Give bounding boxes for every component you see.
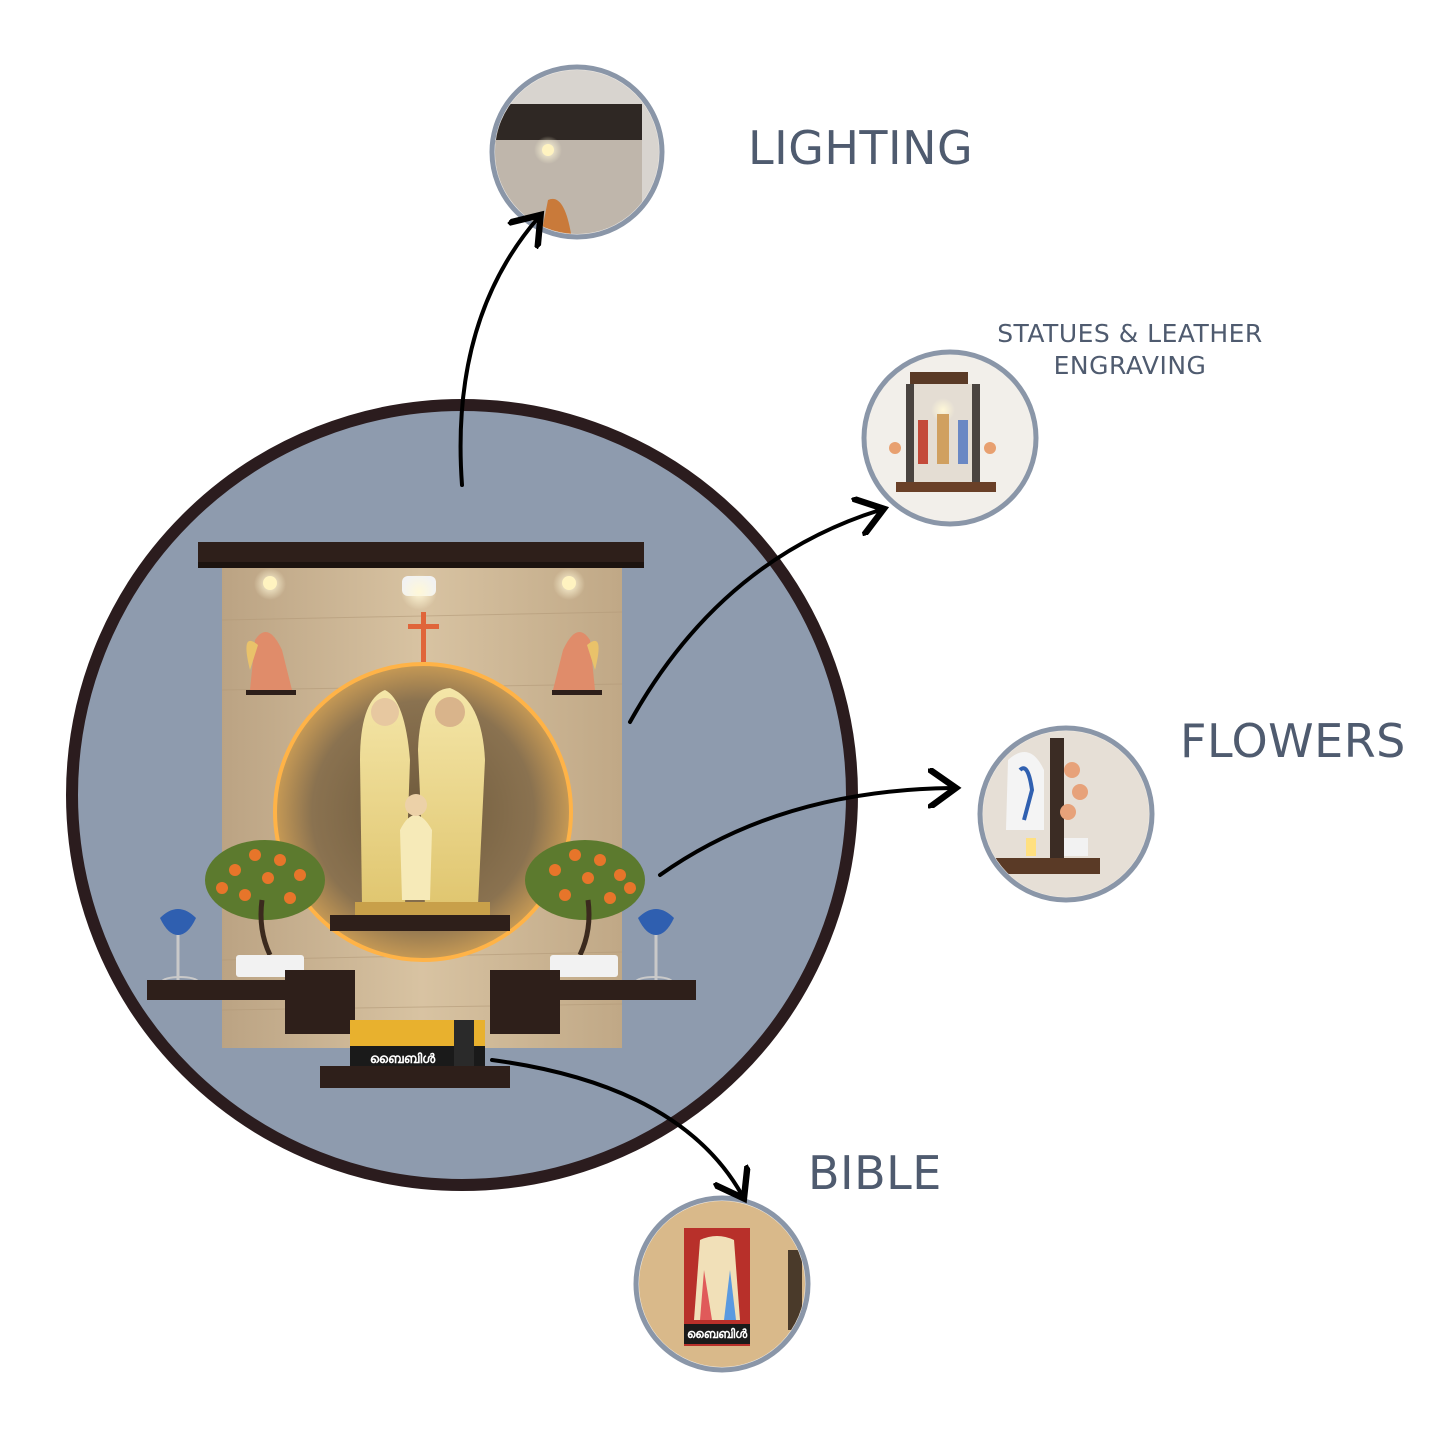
curved-arrow-icon	[458, 218, 952, 1195]
bible-thumb-label: ബൈബിൾ	[686, 1327, 748, 1341]
side-shelf-right	[490, 970, 696, 1034]
callout-lighting-label: LIGHTING	[748, 121, 974, 175]
callout-bible-label: BIBLE	[808, 1146, 942, 1200]
angel-left	[246, 632, 296, 695]
callout-statues-label: STATUES & LEATHER ENGRAVING	[990, 318, 1270, 382]
holy-family-statue	[355, 688, 490, 916]
thumb-flowers	[977, 725, 1155, 903]
thumb-bible	[633, 1195, 811, 1373]
bottom-shelf	[320, 1066, 510, 1088]
statue-shelf	[330, 915, 510, 931]
ceiling-lamps	[254, 568, 585, 610]
bonsai-right	[525, 840, 645, 977]
bible-spine-label: ബൈബിൾ	[369, 1051, 436, 1066]
angel-right	[552, 632, 602, 695]
side-shelf-left	[147, 970, 355, 1034]
callout-statues-line1: STATUES & LEATHER	[997, 319, 1263, 348]
thumb-statues	[861, 349, 1039, 527]
callout-statues-line2: ENGRAVING	[1053, 351, 1207, 380]
callout-flowers-label: FLOWERS	[1180, 714, 1406, 768]
altar-unit	[147, 542, 696, 1088]
thumb-lighting	[489, 64, 665, 240]
cross-icon	[408, 612, 439, 662]
bible-book	[350, 1020, 485, 1068]
